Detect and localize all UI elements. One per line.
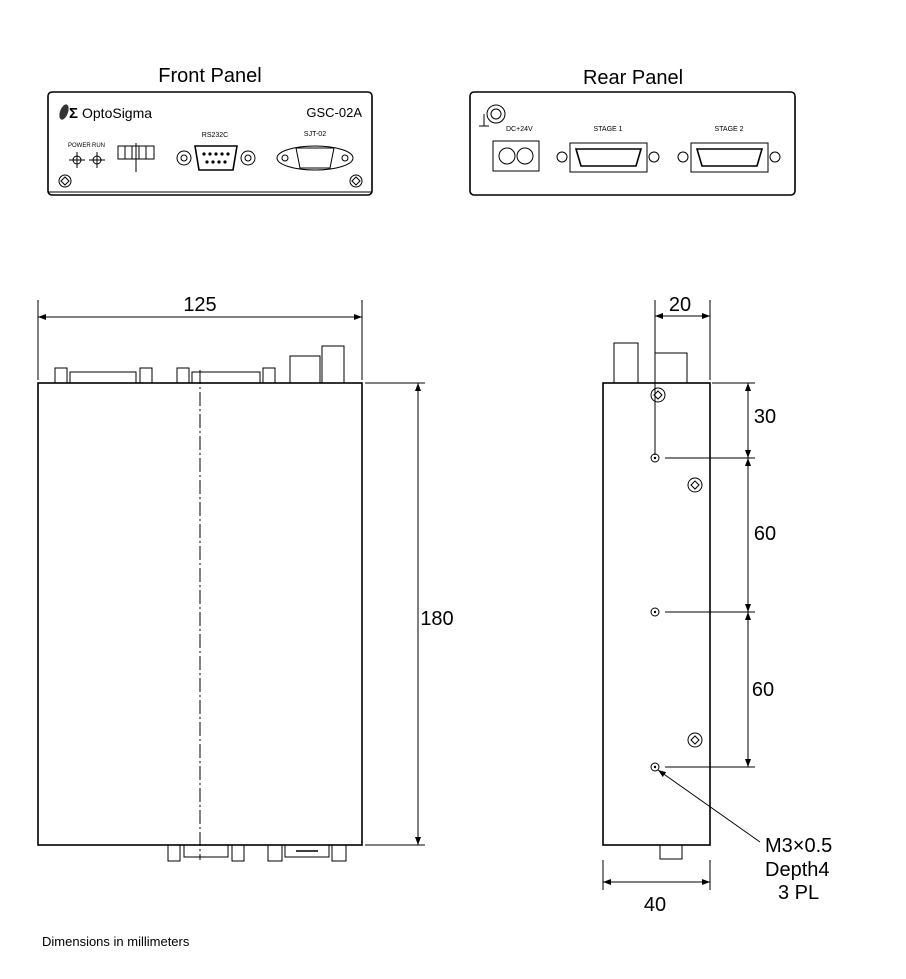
rear-panel: Rear Panel DC+24V STAGE 1 STAGE 2 [469,67,796,196]
mounting-hole-icon [650,453,660,463]
dc-power-terminal-icon [492,140,540,172]
stage1-connector-icon [556,142,660,173]
run-led-icon [89,152,105,168]
dc-label: DC+24V [506,126,533,133]
screw-icon [650,387,666,403]
hole-spacing-2: 60 [754,523,776,545]
power-led-icon [69,152,85,168]
optosigma-logo: Σ OptoSigma [59,104,152,122]
rs232c-label: RS232C [202,132,228,139]
dip-switch-icon [117,143,155,172]
top-width-dimension: 125 [183,294,216,316]
top-length-dimension: 180 [420,608,453,630]
ground-terminal-icon [479,104,506,127]
sjt-label: SJT-02 [304,131,326,138]
hole-spacing-1: 30 [754,406,776,428]
rs232c-connector-icon [176,145,256,171]
svg-text:Σ: Σ [69,105,78,122]
power-label: POWER [68,143,91,149]
screw-icon [687,477,703,493]
mounting-hole-icon [650,607,660,617]
top-view: 125 180 [37,294,454,862]
side-view: 20 30 60 60 M3×0.5 Depth4 3 PL 40 [602,294,832,916]
mounting-hole-icon [650,762,660,772]
side-width-dimension: 40 [644,894,666,916]
front-panel-title: Front Panel [158,65,261,87]
stage2-label: STAGE 2 [714,126,743,133]
hole-note-count: 3 PL [778,882,819,904]
run-label: RUN [92,143,105,149]
stage1-label: STAGE 1 [593,126,622,133]
stage2-connector-icon [677,142,781,173]
side-offset-dimension: 20 [669,294,691,316]
hole-spacing-3: 60 [752,679,774,701]
screw-icon [349,174,363,188]
sjt-connector-icon [276,145,354,171]
screw-icon [687,732,703,748]
hole-note-depth: Depth4 [765,859,830,881]
hole-note-thread: M3×0.5 [765,835,832,857]
rear-panel-title: Rear Panel [583,67,683,89]
units-note: Dimensions in millimeters [42,934,190,949]
model-name: GSC-02A [306,105,362,120]
brand-name: OptoSigma [82,105,152,121]
front-panel: Front Panel Σ OptoSigma GSC-02A POWER RU… [47,65,373,196]
screw-icon [58,174,72,188]
